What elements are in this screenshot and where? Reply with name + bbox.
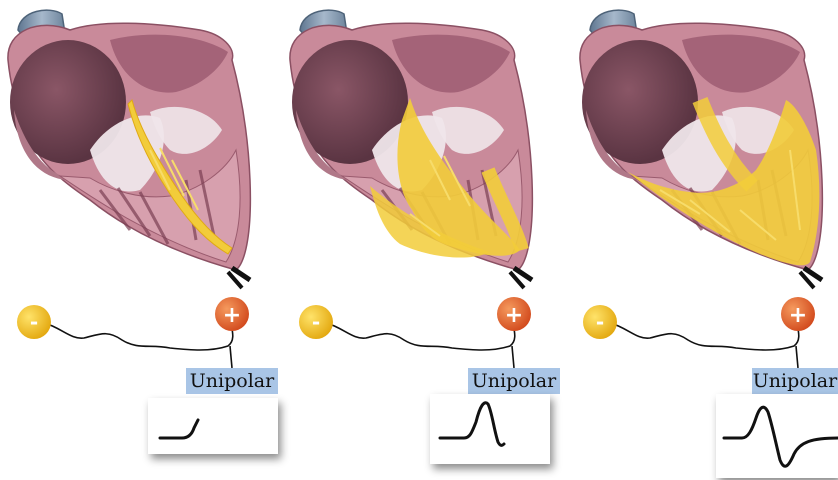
unipolar-label-3: Unipolar: [752, 368, 838, 394]
negative-electrode-2: -: [299, 305, 333, 339]
positive-electrode-symbol-1: +: [223, 303, 241, 328]
positive-electrode-1: +: [215, 297, 249, 331]
ecg-waveform-3: [716, 394, 838, 478]
heart-illustration-1: [8, 10, 250, 288]
panel-1: - +: [8, 10, 250, 368]
positive-electrode-3: +: [781, 297, 815, 331]
positive-electrode-symbol-2: +: [505, 303, 523, 328]
lead-wire-2: [322, 318, 515, 350]
negative-electrode-3: -: [583, 305, 617, 339]
ecg-trace-card-2: [430, 394, 550, 464]
negative-electrode-symbol-2: -: [312, 310, 320, 334]
ecg-trace-card-3: [716, 394, 838, 478]
negative-electrode-symbol-1: -: [30, 310, 38, 334]
unipolar-label-2: Unipolar: [468, 368, 560, 394]
panel-3: - +: [580, 10, 822, 368]
ecg-waveform-1: [148, 398, 278, 454]
negative-electrode-symbol-3: -: [596, 310, 604, 334]
panel-2: - +: [290, 10, 532, 368]
ecg-waveform-2: [430, 394, 550, 464]
positive-electrode-2: +: [497, 297, 531, 331]
ecg-trace-card-1: [148, 398, 278, 454]
lead-wire-3: [606, 318, 799, 350]
lead-wire-1: [40, 318, 233, 350]
negative-electrode-1: -: [17, 305, 51, 339]
unipolar-label-1: Unipolar: [186, 368, 278, 394]
positive-electrode-symbol-3: +: [789, 303, 807, 328]
